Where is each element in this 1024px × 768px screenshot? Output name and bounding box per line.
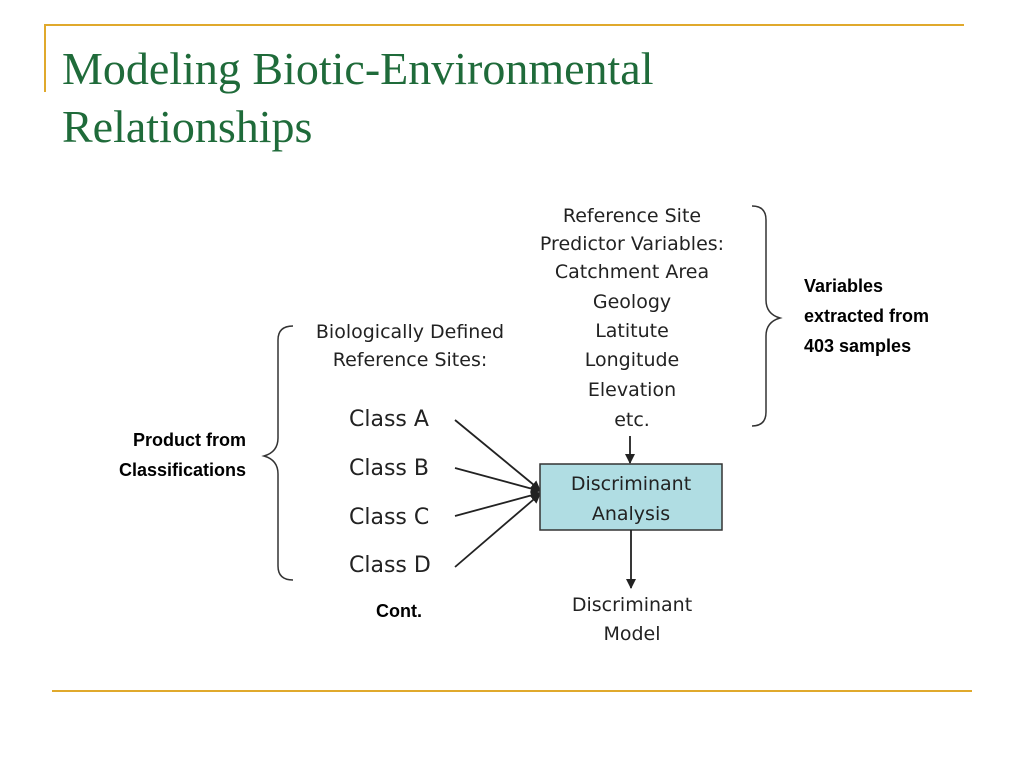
arrow-class-d — [454, 493, 541, 568]
predictor-etc: etc. — [614, 409, 650, 431]
predictor-longitude: Longitude — [585, 349, 680, 371]
slide-title: Modeling Biotic-Environmental Relationsh… — [62, 40, 962, 156]
model-label-line-2: Model — [603, 623, 660, 645]
bottom-accent-line — [52, 690, 972, 692]
predictors-header-line-2: Predictor Variables: — [540, 233, 724, 255]
predictor-catchment-area: Catchment Area — [555, 261, 709, 283]
title-line-1: Modeling Biotic-Environmental — [62, 43, 654, 94]
left-accent-line — [44, 24, 46, 92]
class-b-label: Class B — [349, 456, 429, 481]
arrow-class-b — [454, 467, 541, 494]
product-note-line-2: Classifications — [118, 460, 246, 480]
predictor-latitute: Latitute — [595, 320, 669, 342]
predictor-geology: Geology — [593, 291, 671, 313]
variables-note: Variables extracted from 403 samples — [804, 271, 929, 361]
model-label-line-1: Discriminant — [572, 594, 692, 616]
discriminant-analysis-box — [539, 463, 723, 531]
arrow-class-a — [454, 419, 541, 491]
class-c-label: Class C — [349, 505, 429, 530]
class-d-label: Class D — [349, 553, 431, 578]
variables-note-line-1: Variables — [804, 276, 884, 296]
bio-header-line-2: Reference Sites: — [333, 349, 488, 371]
bio-header-line-1: Biologically Defined — [316, 321, 504, 343]
analysis-box-line-2: Analysis — [592, 503, 670, 525]
arrow-class-c — [454, 490, 541, 517]
title-line-2: Relationships — [62, 101, 313, 152]
analysis-box-line-1: Discriminant — [571, 473, 691, 495]
class-a-label: Class A — [349, 407, 429, 432]
product-note: Product from Classifications — [86, 425, 246, 485]
predictors-header-line-1: Reference Site — [563, 205, 701, 227]
predictor-elevation: Elevation — [588, 379, 676, 401]
cont-note: Cont. — [376, 601, 422, 621]
classes-brace — [261, 325, 294, 581]
variables-note-line-3: 403 samples — [804, 336, 912, 356]
product-note-line-1: Product from — [132, 430, 246, 450]
top-accent-line — [44, 24, 964, 26]
variables-note-line-2: extracted from — [804, 306, 930, 326]
predictors-brace — [751, 205, 783, 427]
